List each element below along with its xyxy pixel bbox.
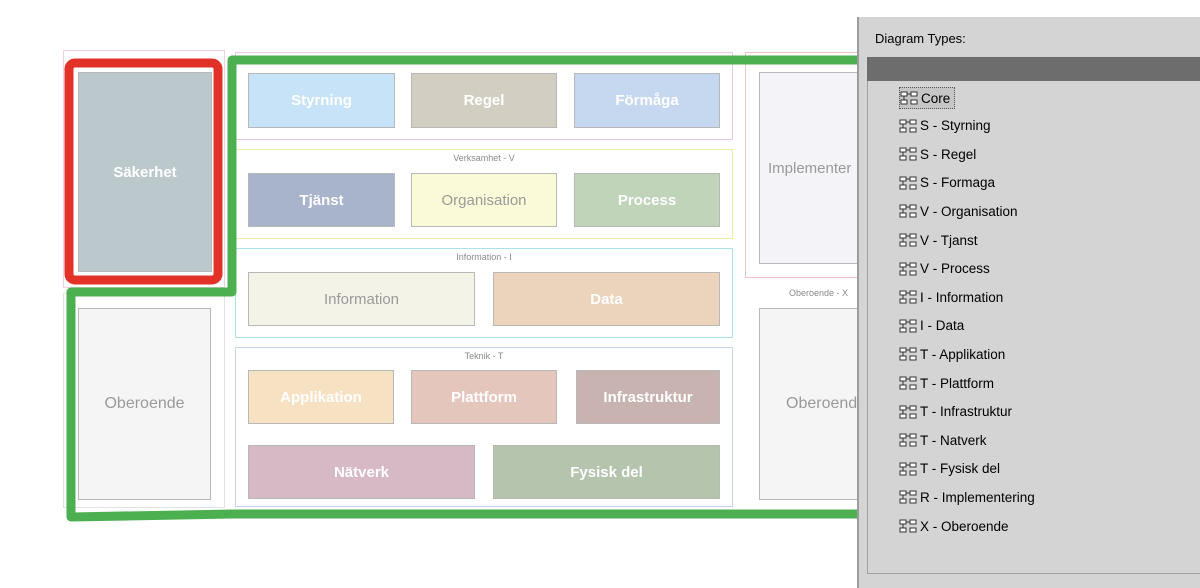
panel-header-bar xyxy=(867,57,1200,81)
diagram-icon xyxy=(899,204,920,218)
formaga-label: Förmåga xyxy=(615,92,679,109)
diagram-icon xyxy=(899,433,920,447)
implementation-label: Implementer xyxy=(768,159,852,177)
data-label: Data xyxy=(590,290,623,308)
diagram-icon xyxy=(899,347,920,361)
green-highlight-outline xyxy=(66,55,863,522)
process-box[interactable]: Process xyxy=(574,173,720,227)
process-label: Process xyxy=(617,191,677,209)
diagram-type-label: V - Organisation xyxy=(920,203,1018,219)
diagram-type-item[interactable]: V - Organisation xyxy=(899,201,1018,221)
tjanst-box[interactable]: Tjänst xyxy=(248,173,395,227)
data-box[interactable]: Data xyxy=(493,272,720,326)
regel-label: Regel xyxy=(463,92,505,109)
diagram-type-label: T - Fysisk del xyxy=(920,461,1001,477)
regel-box[interactable]: Regel xyxy=(411,73,557,128)
diagram-type-item[interactable]: Core xyxy=(899,87,956,109)
technology-group-label: Teknik - T xyxy=(464,351,504,361)
fysisk-del-box[interactable]: Fysisk del xyxy=(493,445,720,499)
diagram-type-label: V - Process xyxy=(920,261,990,277)
diagram-type-item[interactable]: V - Tjanst xyxy=(899,230,978,250)
diagram-type-label: T - Applikation xyxy=(920,346,1006,362)
organisation-label: Organisation xyxy=(441,191,527,209)
diagram-type-label: S - Styrning xyxy=(920,118,991,134)
diagram-type-label: S - Regel xyxy=(920,146,977,162)
diagram-icon xyxy=(899,290,920,304)
fysisk-del-label: Fysisk del xyxy=(570,463,643,481)
diagram-type-label: V - Tjanst xyxy=(920,232,978,248)
diagram-type-item[interactable]: S - Styrning xyxy=(899,116,991,136)
diagram-type-label: I - Information xyxy=(920,289,1004,305)
red-highlight-outline xyxy=(64,58,223,285)
business-group-label: Verksamhet - V xyxy=(453,153,515,163)
diagram-icon xyxy=(899,490,920,504)
security-box[interactable]: Säkerhet xyxy=(78,72,212,272)
diagram-type-label: T - Natverk xyxy=(920,432,987,448)
information-group-label: Information - I xyxy=(456,252,512,262)
left-independent-box[interactable]: Oberoende xyxy=(78,308,211,500)
diagram-type-item[interactable]: S - Regel xyxy=(899,144,976,164)
diagram-icon xyxy=(899,176,920,190)
diagram-type-label: S - Formaga xyxy=(920,175,996,191)
diagram-icon xyxy=(899,262,920,276)
infrastruktur-box[interactable]: Infrastruktur xyxy=(576,370,720,424)
diagram-type-label: T - Infrastruktur xyxy=(920,404,1013,420)
diagram-icon xyxy=(900,91,921,105)
diagram-icon xyxy=(899,319,920,333)
diagram-types-panel: Diagram Types: xyxy=(857,17,1200,588)
diagram-type-label: Core xyxy=(921,90,951,106)
panel-title: Diagram Types: xyxy=(875,31,966,46)
technology-group: Teknik - T xyxy=(235,347,733,507)
formaga-box[interactable]: Förmåga xyxy=(574,73,720,128)
diagram-type-label: R - Implementering xyxy=(920,489,1035,505)
applikation-label: Applikation xyxy=(280,388,362,406)
diagram-type-item[interactable]: S - Formaga xyxy=(899,173,995,193)
diagram-type-item[interactable]: R - Implementering xyxy=(899,487,1035,507)
right-independent-group-label: Oberoende - X xyxy=(789,288,849,298)
diagram-type-item[interactable]: V - Process xyxy=(899,259,990,279)
tjanst-label: Tjänst xyxy=(299,191,344,209)
infrastruktur-label: Infrastruktur xyxy=(603,388,693,406)
plattform-label: Plattform xyxy=(451,388,517,406)
information-label: Information xyxy=(323,290,400,308)
security-label: Säkerhet xyxy=(113,163,177,181)
styrning-box[interactable]: Styrning xyxy=(248,73,395,128)
styrning-label: Styrning xyxy=(291,92,352,109)
diagram-type-item[interactable]: T - Plattform xyxy=(899,373,994,393)
left-independent-label: Oberoende xyxy=(104,395,185,412)
diagram-icon xyxy=(899,519,920,533)
diagram-type-item[interactable]: I - Information xyxy=(899,287,1003,307)
right-independent-box[interactable]: Oberoende xyxy=(759,308,865,500)
implementation-box[interactable]: Implementer xyxy=(759,72,865,264)
natverk-box[interactable]: Nätverk xyxy=(248,445,475,499)
diagram-type-label: I - Data xyxy=(920,318,965,334)
diagram-type-label: T - Plattform xyxy=(920,375,995,391)
diagram-type-item[interactable]: T - Fysisk del xyxy=(899,459,1000,479)
diagram-type-item[interactable]: X - Oberoende xyxy=(899,516,1009,536)
diagram-type-item[interactable]: T - Infrastruktur xyxy=(899,402,1012,422)
natverk-label: Nätverk xyxy=(333,463,390,481)
diagram-type-item[interactable]: I - Data xyxy=(899,316,964,336)
plattform-box[interactable]: Plattform xyxy=(411,370,557,424)
diagram-icon xyxy=(899,405,920,419)
diagram-type-item[interactable]: T - Natverk xyxy=(899,430,987,450)
diagram-icon xyxy=(899,233,920,247)
information-box[interactable]: Information xyxy=(248,272,475,326)
diagram-type-list xyxy=(867,81,1200,574)
diagram-type-label: X - Oberoende xyxy=(920,518,1009,534)
diagram-icon xyxy=(899,147,920,161)
diagram-icon xyxy=(899,119,920,133)
diagram-icon xyxy=(899,462,920,476)
right-independent-label: Oberoende xyxy=(786,395,865,412)
organisation-box[interactable]: Organisation xyxy=(411,173,557,227)
diagram-icon xyxy=(899,376,920,390)
diagram-type-item[interactable]: T - Applikation xyxy=(899,344,1005,364)
applikation-box[interactable]: Applikation xyxy=(248,370,394,424)
